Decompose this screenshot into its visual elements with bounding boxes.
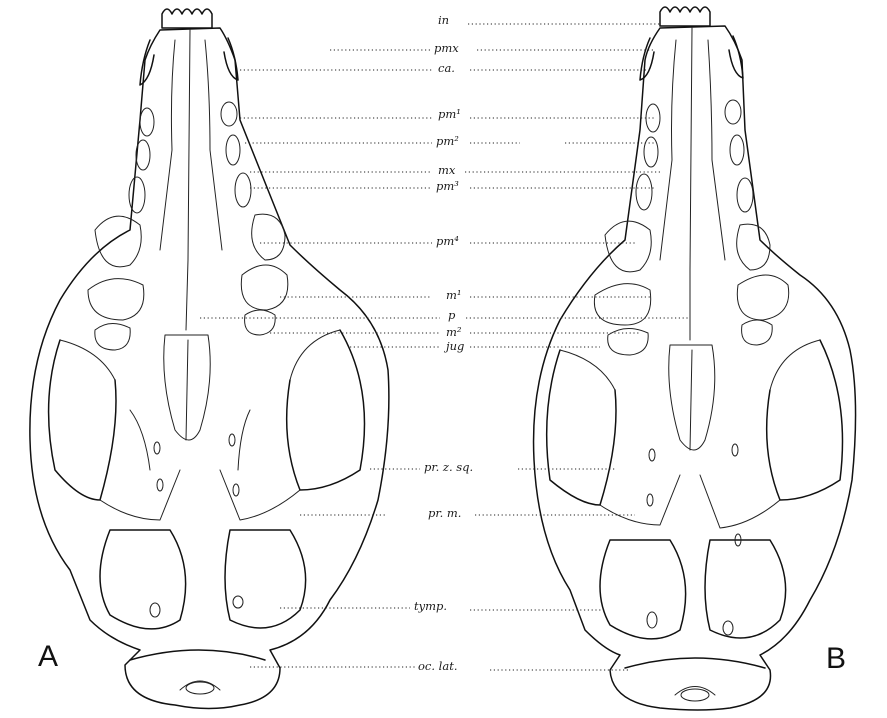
label-premolar-2: pm² [436, 134, 459, 148]
panel-label-a: A [38, 640, 58, 673]
label-processus-zygomaticus-squamosi: pr. z. sq. [424, 460, 473, 474]
panel-label-b: B [826, 642, 846, 675]
label-palatine: p [448, 308, 456, 322]
label-processus-mastoideus: pr. m. [428, 506, 461, 520]
label-jugal: jug [443, 339, 464, 353]
skull-b-drawing [534, 7, 856, 710]
skull-a-drawing [30, 9, 389, 709]
label-premolar-4: pm⁴ [436, 234, 459, 248]
label-occipitale-laterale: oc. lat. [418, 659, 458, 673]
label-maxilla: mx [438, 163, 456, 177]
label-premaxilla: pmx [434, 41, 459, 55]
label-tympanic: tymp. [414, 599, 447, 613]
label-molar-1: m¹ [446, 288, 462, 302]
label-molar-2: m² [446, 325, 462, 339]
anatomical-labels: in pmx ca. pm¹ pm² mx pm³ pm⁴ m¹ p m² ju… [414, 13, 473, 673]
label-canine: ca. [438, 61, 455, 75]
label-premolar-3: pm³ [436, 179, 459, 193]
label-premolar-1: pm¹ [438, 107, 461, 121]
label-incisors: in [438, 13, 449, 27]
